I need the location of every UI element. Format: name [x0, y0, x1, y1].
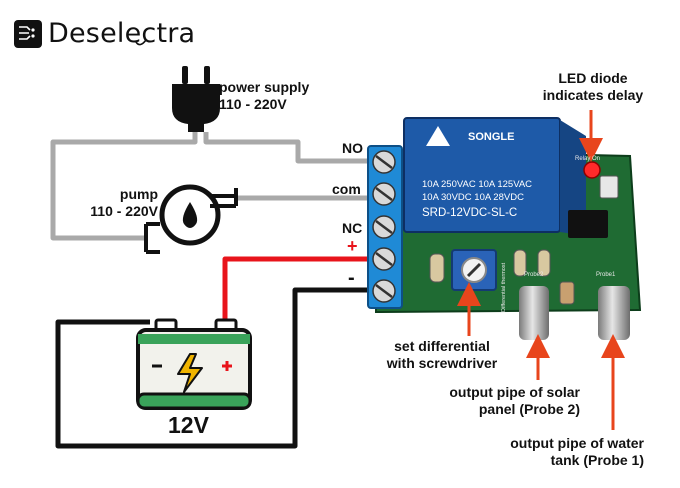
power-supply-label: power supply 110 - 220V: [219, 79, 310, 112]
red-wire: [222, 256, 368, 332]
annotation-arrows: [457, 110, 625, 430]
controller-board: [375, 117, 642, 340]
probe2-label: output pipe of solar panel (Probe 2): [449, 384, 580, 417]
screwdriver-label: set differential with screwdriver: [386, 338, 498, 371]
terminal-com-label: com: [332, 181, 361, 197]
circuit-chip-icon: [14, 20, 42, 48]
led-label: LED diode indicates delay: [542, 70, 644, 103]
terminal-nc-label: NC: [342, 220, 363, 236]
terminal-no-label: NO: [342, 140, 363, 156]
terminal-plus-label: +: [347, 236, 358, 256]
relay-rating-2: 10A 30VDC 10A 28VDC: [422, 192, 524, 203]
pump-label: pump 110 - 220V: [90, 186, 158, 219]
ac-wiring: [50, 132, 368, 241]
probe2-pipe: [519, 286, 549, 340]
ic-chip: [568, 210, 608, 238]
probe1-pipe: [598, 286, 630, 340]
power-plug-icon: [172, 66, 220, 132]
led-diode: [583, 161, 601, 179]
black-wire-positive-loop: [55, 287, 368, 449]
silk-probe1: Probe1: [596, 272, 616, 278]
silk-relay-on: Relay On: [575, 156, 600, 162]
battery-voltage-label: 12V: [168, 412, 209, 438]
battery-icon: [136, 318, 252, 410]
probe1-label: output pipe of water tank (Probe 1): [510, 435, 644, 468]
relay-brand: SONGLE: [468, 131, 514, 143]
silk-probe2: Probe2: [524, 272, 544, 278]
relay-model: SRD-12VDC-SL-C: [422, 207, 517, 219]
terminal-minus-label: -: [348, 267, 355, 289]
pump-icon: [144, 184, 238, 254]
brand-swoosh: [135, 39, 147, 46]
terminal-block: [367, 145, 403, 309]
brand-name: Deselectra: [48, 18, 196, 49]
relay-rating-1: 10A 250VAC 10A 125VAC: [422, 179, 532, 190]
silk-differential: Differential thermost: [501, 262, 507, 312]
